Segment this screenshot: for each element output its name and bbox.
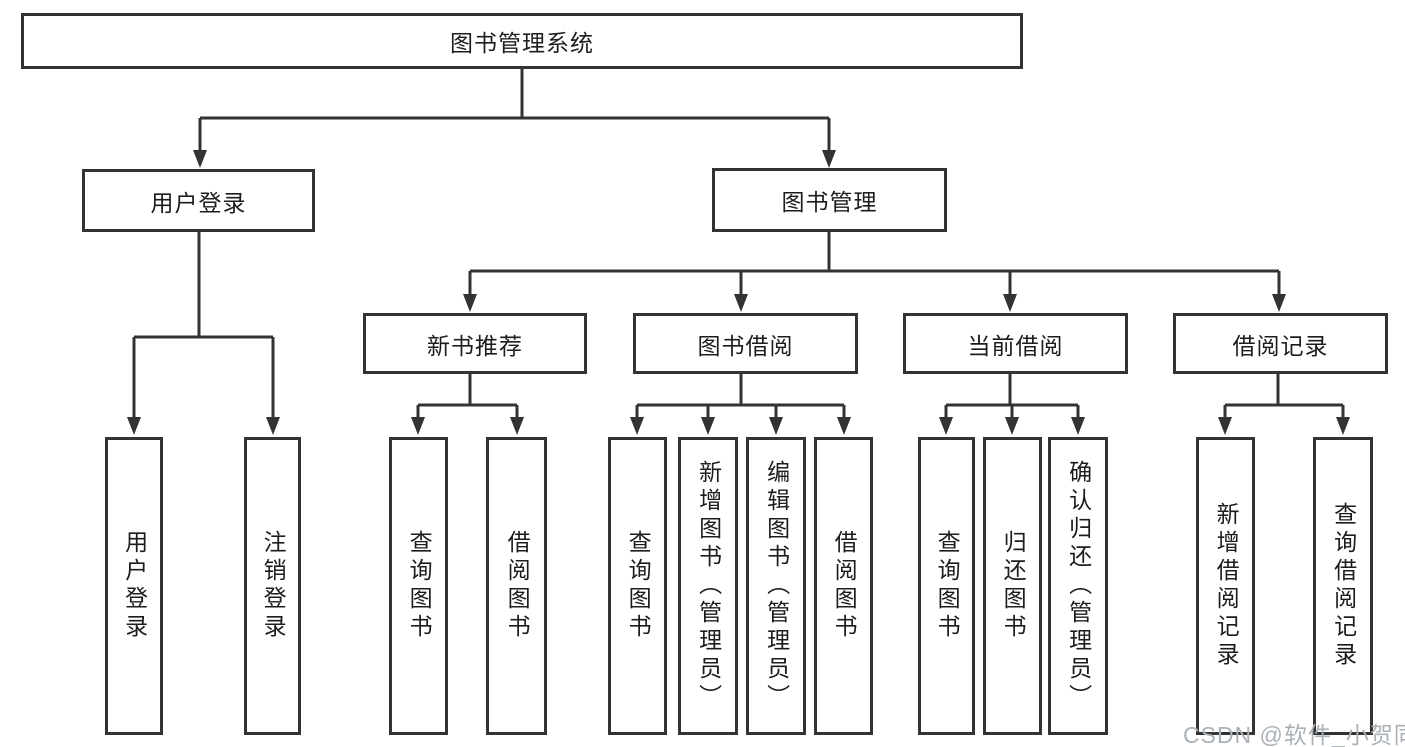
node-current-borrow: 当前借阅	[903, 313, 1128, 374]
leaf-user-login: 用户登录	[105, 437, 163, 735]
connector-borrow-record	[1218, 374, 1350, 435]
connector-book-mgmt	[463, 232, 1286, 312]
connector-new-book-rec	[411, 374, 524, 435]
leaf-logout-label: 注销登录	[260, 530, 287, 642]
leaf-br-add-record-label: 新增借阅记录	[1213, 502, 1240, 670]
leaf-cb-return-book-label: 归还图书	[1000, 530, 1027, 642]
connector-book-borrow	[630, 374, 851, 435]
leaf-cb-confirm-return: 确认归还（管理员）	[1048, 437, 1108, 735]
leaf-cb-query-book: 查询图书	[918, 437, 975, 735]
leaf-bb-query-book: 查询图书	[608, 437, 667, 735]
leaf-bb-query-book-label: 查询图书	[625, 530, 652, 642]
leaf-rec-query-book-label: 查询图书	[406, 530, 433, 642]
node-borrow-record: 借阅记录	[1173, 313, 1388, 374]
node-new-book-rec: 新书推荐	[363, 313, 587, 374]
connector-current-borrow	[939, 374, 1085, 435]
leaf-br-add-record: 新增借阅记录	[1196, 437, 1255, 735]
leaf-logout: 注销登录	[244, 437, 301, 735]
leaf-bb-borrow-book: 借阅图书	[814, 437, 873, 735]
leaf-cb-query-book-label: 查询图书	[934, 530, 961, 642]
leaf-bb-edit-book: 编辑图书（管理员）	[746, 437, 806, 735]
leaf-rec-borrow-book-label: 借阅图书	[504, 530, 531, 642]
leaf-bb-borrow-book-label: 借阅图书	[831, 530, 858, 642]
leaf-cb-return-book: 归还图书	[983, 437, 1042, 735]
leaf-user-login-label: 用户登录	[121, 530, 148, 642]
leaf-br-query-record: 查询借阅记录	[1313, 437, 1373, 735]
node-book-borrow: 图书借阅	[633, 313, 858, 374]
leaf-rec-query-book: 查询图书	[389, 437, 448, 735]
leaf-bb-edit-book-label: 编辑图书（管理员）	[763, 460, 790, 712]
leaf-br-query-record-label: 查询借阅记录	[1330, 502, 1357, 670]
leaf-bb-add-book-label: 新增图书（管理员）	[695, 460, 722, 712]
leaf-rec-borrow-book: 借阅图书	[486, 437, 547, 735]
leaf-cb-confirm-return-label: 确认归还（管理员）	[1065, 460, 1092, 712]
node-user-login: 用户登录	[82, 169, 315, 232]
leaf-bb-add-book: 新增图书（管理员）	[678, 437, 738, 735]
connector-root	[193, 69, 836, 168]
node-root: 图书管理系统	[21, 13, 1023, 69]
watermark: CSDN @软件_小贺同学	[1183, 722, 1405, 747]
node-book-mgmt: 图书管理	[712, 168, 947, 232]
connector-user-login	[127, 232, 280, 435]
